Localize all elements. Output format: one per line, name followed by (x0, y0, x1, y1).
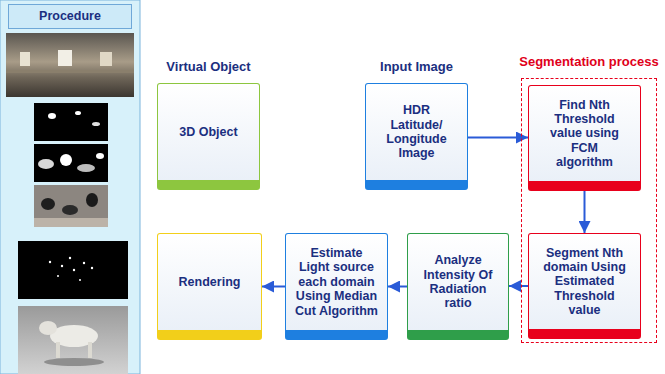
segmentation-images (34, 103, 108, 227)
box-label: Estimate Light source each domain Using … (295, 246, 379, 318)
panorama-image (6, 33, 134, 97)
light-source-image (18, 241, 128, 299)
rendered-image (18, 306, 128, 374)
flow-arrow (509, 285, 528, 287)
process-box: Rendering (157, 233, 262, 340)
panel-header: Procedure (8, 4, 132, 29)
process-box: Virtual Object3D Object (157, 83, 260, 190)
box-label: HDR Latitude/ Longitude Image (377, 103, 457, 161)
heading-label: Input Image (336, 59, 497, 74)
box-label: 3D Object (179, 125, 237, 139)
box-label: Procedure (39, 9, 101, 23)
flow-arrow (468, 137, 528, 139)
process-box: Input ImageHDR Latitude/ Longitude Image (365, 83, 468, 190)
process-box: Segment Nth domain Using Estimated Thres… (528, 233, 641, 339)
process-box: Find Nth Threshold value using FCM algor… (528, 85, 641, 191)
box-label: Find Nth Threshold value using FCM algor… (545, 98, 625, 170)
process-box: Estimate Light source each domain Using … (285, 233, 388, 340)
box-label: Segment Nth domain Using Estimated Thres… (543, 246, 627, 318)
flow-arrow (388, 286, 407, 288)
box-label: Analyze Intensity Of Radiation ratio (418, 253, 498, 311)
flow-arrow (262, 286, 285, 288)
box-label: Rendering (179, 275, 241, 289)
procedure-panel (0, 0, 140, 374)
heading-label: Segmentation process (492, 54, 665, 69)
group-region: Segmentation processFind Nth Threshold v… (521, 78, 657, 343)
process-box: Analyze Intensity Of Radiation ratio (407, 233, 509, 340)
heading-label: Virtual Object (128, 59, 289, 74)
flow-arrow (584, 191, 586, 233)
